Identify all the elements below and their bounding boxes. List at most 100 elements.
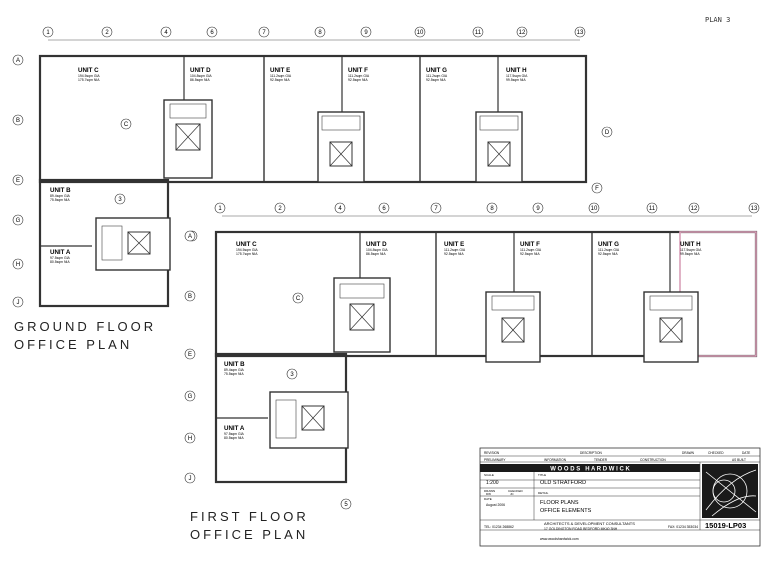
first-grid-col-7: 7 (430, 202, 442, 214)
unit-name: UNIT E (270, 67, 290, 74)
subject-line-1: FLOOR PLANS (540, 500, 579, 506)
firm-web: www.woodshardwick.com (540, 537, 579, 541)
unit-gia: 111.2sqm GIA (270, 74, 292, 78)
firm-banner (480, 464, 700, 472)
ground-grid-col-2: 2 (101, 26, 113, 38)
first-grid-col-6-label: 6 (382, 206, 386, 212)
first-grid-row-A-label: A (188, 234, 192, 240)
status-preliminary: PRELIMINARY (484, 458, 506, 462)
detail-label: DETAIL (538, 491, 549, 495)
unit-gia: 111.2sqm GIA (598, 248, 620, 252)
ground-grid-row-J: J (12, 296, 24, 308)
unit-name: UNIT D (190, 67, 211, 74)
unit-name: UNIT F (348, 67, 368, 74)
ground-grid-row-A: A (12, 54, 24, 66)
first-grid-col-4: 4 (334, 202, 346, 214)
first-grid-row-G: G (184, 390, 196, 402)
first-markers: C 3 5 (286, 292, 352, 510)
header-drawn: DRAWN (682, 451, 695, 455)
first-grid-col-10: 10 (588, 202, 600, 214)
ground-grid-row-H-label: H (16, 262, 20, 268)
ground-core-f (317, 111, 365, 183)
drawn-value: DW (486, 492, 491, 496)
first-floor-title: FIRST FLOOR OFFICE PLAN (190, 508, 309, 544)
ground-grid-col-4-label: 4 (164, 30, 168, 36)
unit-gia: 111.2sqm GIA (426, 74, 448, 78)
first-grid-row-J: J (184, 472, 196, 484)
ground-grid-col-9: 9 (360, 26, 372, 38)
first-grid-col-12-label: 12 (691, 206, 698, 212)
first-core-b (269, 391, 349, 449)
ground-grid-row-E: E (12, 174, 24, 186)
ground-title-line-2: OFFICE PLAN (14, 337, 133, 352)
ground-grid-col-12: 12 (516, 26, 528, 38)
ground-marker-0: C (120, 118, 132, 130)
first-grid-col-11: 11 (646, 202, 658, 214)
first-grid-col-13: 13 (748, 202, 760, 214)
ground-grid-col-13-label: 13 (577, 30, 584, 36)
first-core-f (485, 291, 541, 363)
scale-label: SCALE (484, 473, 494, 477)
ground-floor-title: GROUND FLOOR OFFICE PLAN (14, 318, 156, 354)
first-grid-row-B-label: B (188, 294, 192, 300)
unit-nia: 86.5sqm NIA (190, 78, 210, 82)
unit-name: UNIT G (426, 67, 447, 74)
firm-line: ARCHITECTS & DEVELOPMENT CONSULTANTS (544, 521, 635, 526)
first-marker-2: 5 (340, 498, 352, 510)
first-grid-row-A: A (184, 230, 196, 242)
unit-name: UNIT C (236, 241, 257, 248)
unit-gia: 194.5sqm GIA (236, 248, 258, 252)
ground-grid-col-8-label: 8 (318, 30, 322, 36)
ground-grid-row-B-label: B (16, 118, 20, 124)
first-marker-0: C (292, 292, 304, 304)
unit-nia: 86.5sqm NIA (366, 252, 386, 256)
unit-name: UNIT H (680, 241, 701, 248)
unit-name: UNIT A (224, 425, 245, 432)
ground-marker-2: F (591, 182, 603, 194)
status-construction: CONSTRUCTION (640, 458, 666, 462)
first-marker-0-label: C (296, 296, 301, 302)
unit-nia: 92.5sqm NIA (520, 252, 540, 256)
first-grid-row-E: E (184, 348, 196, 360)
ground-marker-3: 3 (114, 193, 126, 205)
ground-grid-col-10-label: 10 (417, 30, 424, 36)
first-marker-2-label: 5 (344, 502, 348, 508)
project-name: OLD STRATFORD (540, 480, 586, 486)
unit-name: UNIT H (506, 67, 527, 74)
ground-grid-row-B: B (12, 114, 24, 126)
unit-nia: 175.7sqm NIA (78, 78, 100, 82)
drawing-number: 15019-LP03 (705, 521, 746, 530)
first-grid-col-6: 6 (378, 202, 390, 214)
unit-name: UNIT E (444, 241, 464, 248)
first-grid-col-9-label: 9 (536, 206, 540, 212)
unit-gia: 97.5sqm GIA (50, 256, 71, 260)
unit-nia: 92.5sqm NIA (598, 252, 618, 256)
first-grid-col-4-label: 4 (338, 206, 342, 212)
ground-title-line-1: GROUND FLOOR (14, 319, 157, 334)
first-core-d (333, 277, 391, 353)
firm-address: 17 GOLDINGTON ROAD BEDFORD MK40 3NH (544, 527, 618, 531)
first-marker-1: 3 (286, 368, 298, 380)
first-core-h (643, 291, 699, 363)
unit-nia: 92.5sqm NIA (444, 252, 464, 256)
first-grid-row-B: B (184, 290, 196, 302)
ground-grid-row-E-label: E (16, 178, 20, 184)
first-grid-col-11-label: 11 (649, 206, 656, 212)
first-grid-row-H: H (184, 432, 196, 444)
ground-grid-col-2-label: 2 (105, 30, 109, 36)
first-grid-col-2: 2 (274, 202, 286, 214)
firm-logo-mark (705, 469, 757, 517)
first-grid-col-1: 1 (214, 202, 226, 214)
unit-gia: 111.2sqm GIA (520, 248, 542, 252)
